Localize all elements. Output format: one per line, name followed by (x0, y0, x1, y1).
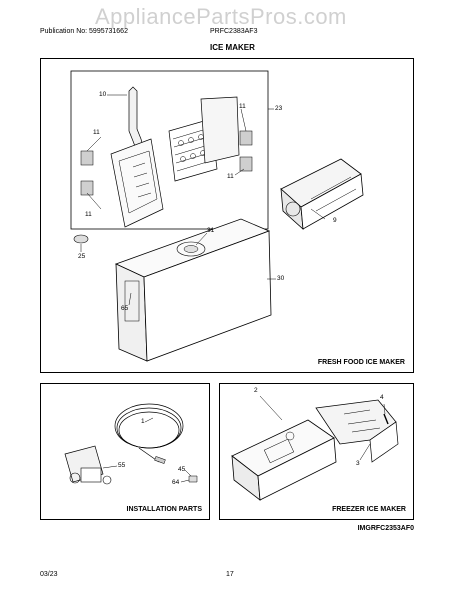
filler-cup (73, 234, 89, 244)
installation-panel: 1 55 45 64 INSTALLATION PARTS (40, 383, 210, 520)
page-number: 17 (226, 571, 234, 578)
fresh-food-label: FRESH FOOD ICE MAKER (317, 359, 405, 366)
publication-number: Publication No: 5995731662 (40, 28, 128, 35)
installation-label: INSTALLATION PARTS (126, 506, 202, 513)
callout-55: 55 (118, 462, 126, 469)
watermark: AppliancePartsPros.com (95, 4, 347, 29)
fresh-food-panel: 10 11 11 11 11 23 9 31 25 30 65 FRESH FO… (40, 58, 414, 373)
freezer-housing (315, 399, 399, 463)
freezer-label: FREEZER ICE MAKER (332, 506, 406, 513)
clamp (188, 475, 198, 483)
freezer-diagram (231, 395, 399, 501)
freezer-panel: 2 4 3 FREEZER ICE MAKER (219, 383, 414, 520)
water-line-coil (114, 403, 184, 463)
ice-maker-housing (114, 218, 272, 362)
heater-frame (110, 138, 164, 228)
callout-11: 11 (227, 173, 234, 180)
callout-11: 11 (85, 211, 92, 218)
screw (383, 413, 389, 425)
callout-25: 25 (78, 253, 86, 260)
callout-3: 3 (356, 460, 360, 467)
freezer-ice-bucket (231, 419, 337, 501)
kit-23-box (70, 70, 269, 230)
callout-4: 4 (380, 394, 384, 401)
foam-pad (80, 150, 94, 166)
foam-pad (239, 130, 253, 146)
page-title: ICE MAKER (210, 43, 255, 52)
foam-pad (239, 156, 253, 172)
foam-pad (80, 180, 94, 196)
callout-31: 31 (207, 227, 215, 234)
water-valve (64, 445, 112, 485)
callout-30: 30 (277, 275, 285, 282)
installation-diagram (64, 403, 198, 485)
image-id: IMGRFC2353AF0 (357, 525, 414, 532)
footer-date: 03/23 (40, 571, 58, 578)
callout-9: 9 (333, 217, 337, 224)
callout-2: 2 (254, 387, 258, 394)
back-cover (200, 96, 240, 164)
ice-mold-assembly (280, 158, 364, 230)
fresh-food-diagram (70, 70, 364, 362)
callout-65: 65 (121, 305, 129, 312)
callout-64: 64 (172, 479, 180, 486)
callout-45: 45 (178, 466, 186, 473)
callout-11: 11 (239, 103, 246, 110)
callout-11: 11 (93, 129, 100, 136)
water-line-end (154, 456, 166, 464)
callout-10: 10 (99, 91, 107, 98)
callout-23: 23 (275, 105, 283, 112)
callout-1: 1 (141, 418, 145, 425)
model-number: PRFC2383AF3 (210, 28, 258, 35)
